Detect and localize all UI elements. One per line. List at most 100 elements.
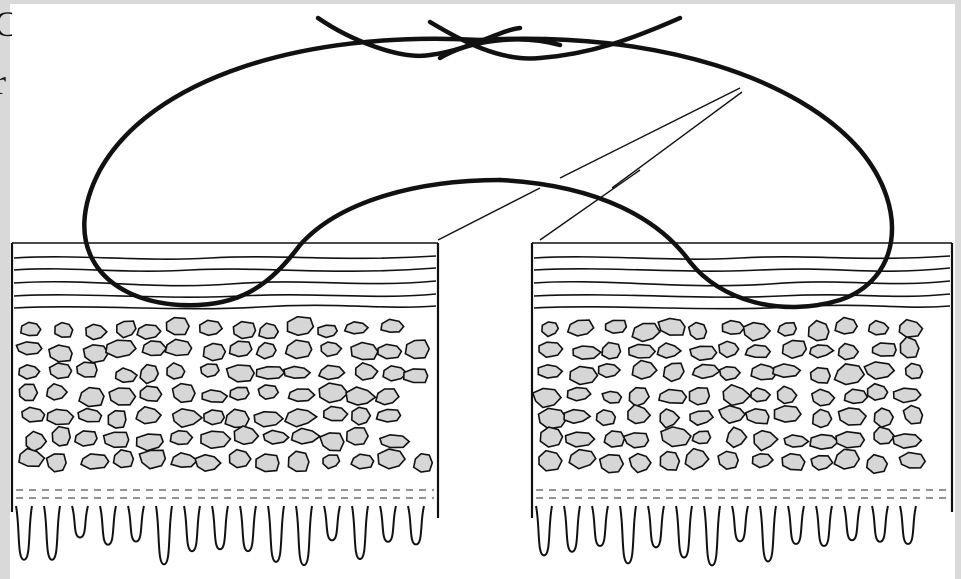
dermis-right-cell — [903, 406, 922, 424]
dermis-left-cell — [320, 433, 344, 451]
papilla — [100, 506, 116, 545]
dermis-left-cell — [225, 409, 249, 427]
dermis-left-cell — [234, 426, 258, 444]
dermis-left-cell — [288, 451, 309, 471]
dermis-right-cell — [685, 449, 708, 470]
dermis-right-cell — [754, 431, 778, 451]
dermis-left-cell — [289, 389, 315, 401]
dermis-left-cell — [84, 345, 109, 363]
dermis-left-cell — [202, 390, 227, 402]
dermis-right-cell — [745, 345, 770, 357]
dermis-left-cell — [319, 383, 348, 403]
dermis-left-cell — [351, 454, 374, 469]
dermis-right-cell — [566, 432, 595, 447]
dermis-left-cell — [55, 323, 73, 338]
dermis-left-cell — [16, 342, 41, 355]
dermis-left-cell — [230, 387, 249, 400]
dermis-left-cell — [414, 454, 433, 472]
dermis-right-cell — [839, 408, 867, 425]
dermis-right-cell — [573, 346, 601, 359]
dermis-right-cell — [810, 345, 834, 358]
dermis-right-cell — [632, 324, 660, 342]
papilla — [844, 506, 860, 540]
dermis-right-cell — [784, 435, 808, 447]
dermis-left-cell — [116, 368, 137, 382]
dermis-left-cell — [165, 339, 191, 355]
dermis-left-cell — [285, 409, 317, 427]
dermis-right-cell — [720, 367, 740, 381]
dermis-right-cell — [539, 408, 567, 429]
dermis-right-cell — [723, 321, 745, 335]
dermis-right-cell — [569, 450, 596, 469]
dermis-right-cell — [893, 434, 921, 448]
papilla — [872, 506, 888, 542]
dermis-right-cell — [606, 320, 627, 333]
dermis-left-cell — [284, 367, 310, 379]
dermis-right-cell — [773, 364, 801, 377]
dermis-left-cell — [263, 430, 288, 444]
dermis-right-cell — [811, 456, 833, 470]
dermis-right-cell — [539, 342, 563, 357]
dermis-left-cell — [78, 409, 101, 422]
dermis-right-cell — [628, 405, 650, 424]
dermis-left-cell — [117, 321, 136, 338]
dermis-right-cell — [692, 431, 710, 443]
dermis-right-cell — [845, 389, 868, 403]
dermis-left-cell — [230, 450, 251, 468]
dermis-right-cell — [744, 323, 771, 341]
dermis-left-cell — [106, 340, 136, 357]
dermis-left-cell — [200, 320, 222, 335]
needle-track-upper — [560, 88, 740, 178]
needle-track-left — [438, 188, 540, 240]
dermis-left-cell — [321, 342, 341, 356]
dermis-right-cell — [906, 363, 923, 378]
papilla — [676, 506, 692, 558]
dermis-right-cell — [693, 365, 720, 379]
dermis-right-cell — [539, 451, 562, 471]
dermis-left-cell — [378, 344, 401, 358]
needle-track-upper-2 — [612, 92, 742, 188]
dermis-left-cell — [173, 409, 202, 428]
dermis-right-cell — [661, 427, 691, 447]
dermis-left-cell — [21, 322, 41, 335]
dermis-left-cell — [356, 363, 378, 380]
papilla — [16, 506, 32, 560]
dermis-left-cell — [381, 319, 404, 332]
dermis-left-cell — [201, 364, 219, 377]
dermis-left-cell — [256, 454, 279, 472]
dermis-right-cell — [660, 452, 679, 471]
dermis-right-cell — [658, 319, 685, 336]
dermis-right-cell — [899, 320, 922, 338]
epidermis-line-left-4 — [14, 294, 436, 297]
dermis-left-cell — [380, 435, 409, 448]
dermis-left-cell — [203, 344, 225, 361]
dermis-left-cell — [137, 325, 161, 339]
papilla — [648, 506, 664, 547]
dermis-left-cell — [167, 318, 190, 335]
dermis-right-cell — [727, 427, 747, 447]
dermis-right-cell — [834, 449, 859, 469]
dermis-right-cell — [690, 388, 710, 405]
dermis-right-cell — [746, 409, 769, 424]
dermis-right-cell — [629, 388, 649, 407]
dermis-cells-left — [16, 317, 432, 472]
dermis-left-cell — [19, 384, 37, 400]
dermis-left-cell — [47, 454, 67, 472]
dermis-left-cell — [352, 407, 371, 425]
dermis-right-cell — [783, 340, 807, 358]
epidermis-line-left-1 — [14, 256, 436, 259]
epidermis-line-left-5 — [14, 305, 436, 308]
dermis-right-cell — [874, 427, 894, 444]
dermis-left-cell — [137, 434, 164, 451]
dermis-left-cell — [86, 324, 107, 339]
papilla — [620, 506, 636, 563]
dermis-left-cell — [292, 428, 320, 444]
dermis-right-cell — [839, 344, 859, 360]
dermis-right-cell — [690, 346, 717, 360]
dermis-cells-right — [533, 318, 925, 474]
dermis-right-cell — [723, 385, 750, 406]
dermis-left-cell — [49, 345, 72, 362]
dermis-left-cell — [142, 341, 166, 356]
